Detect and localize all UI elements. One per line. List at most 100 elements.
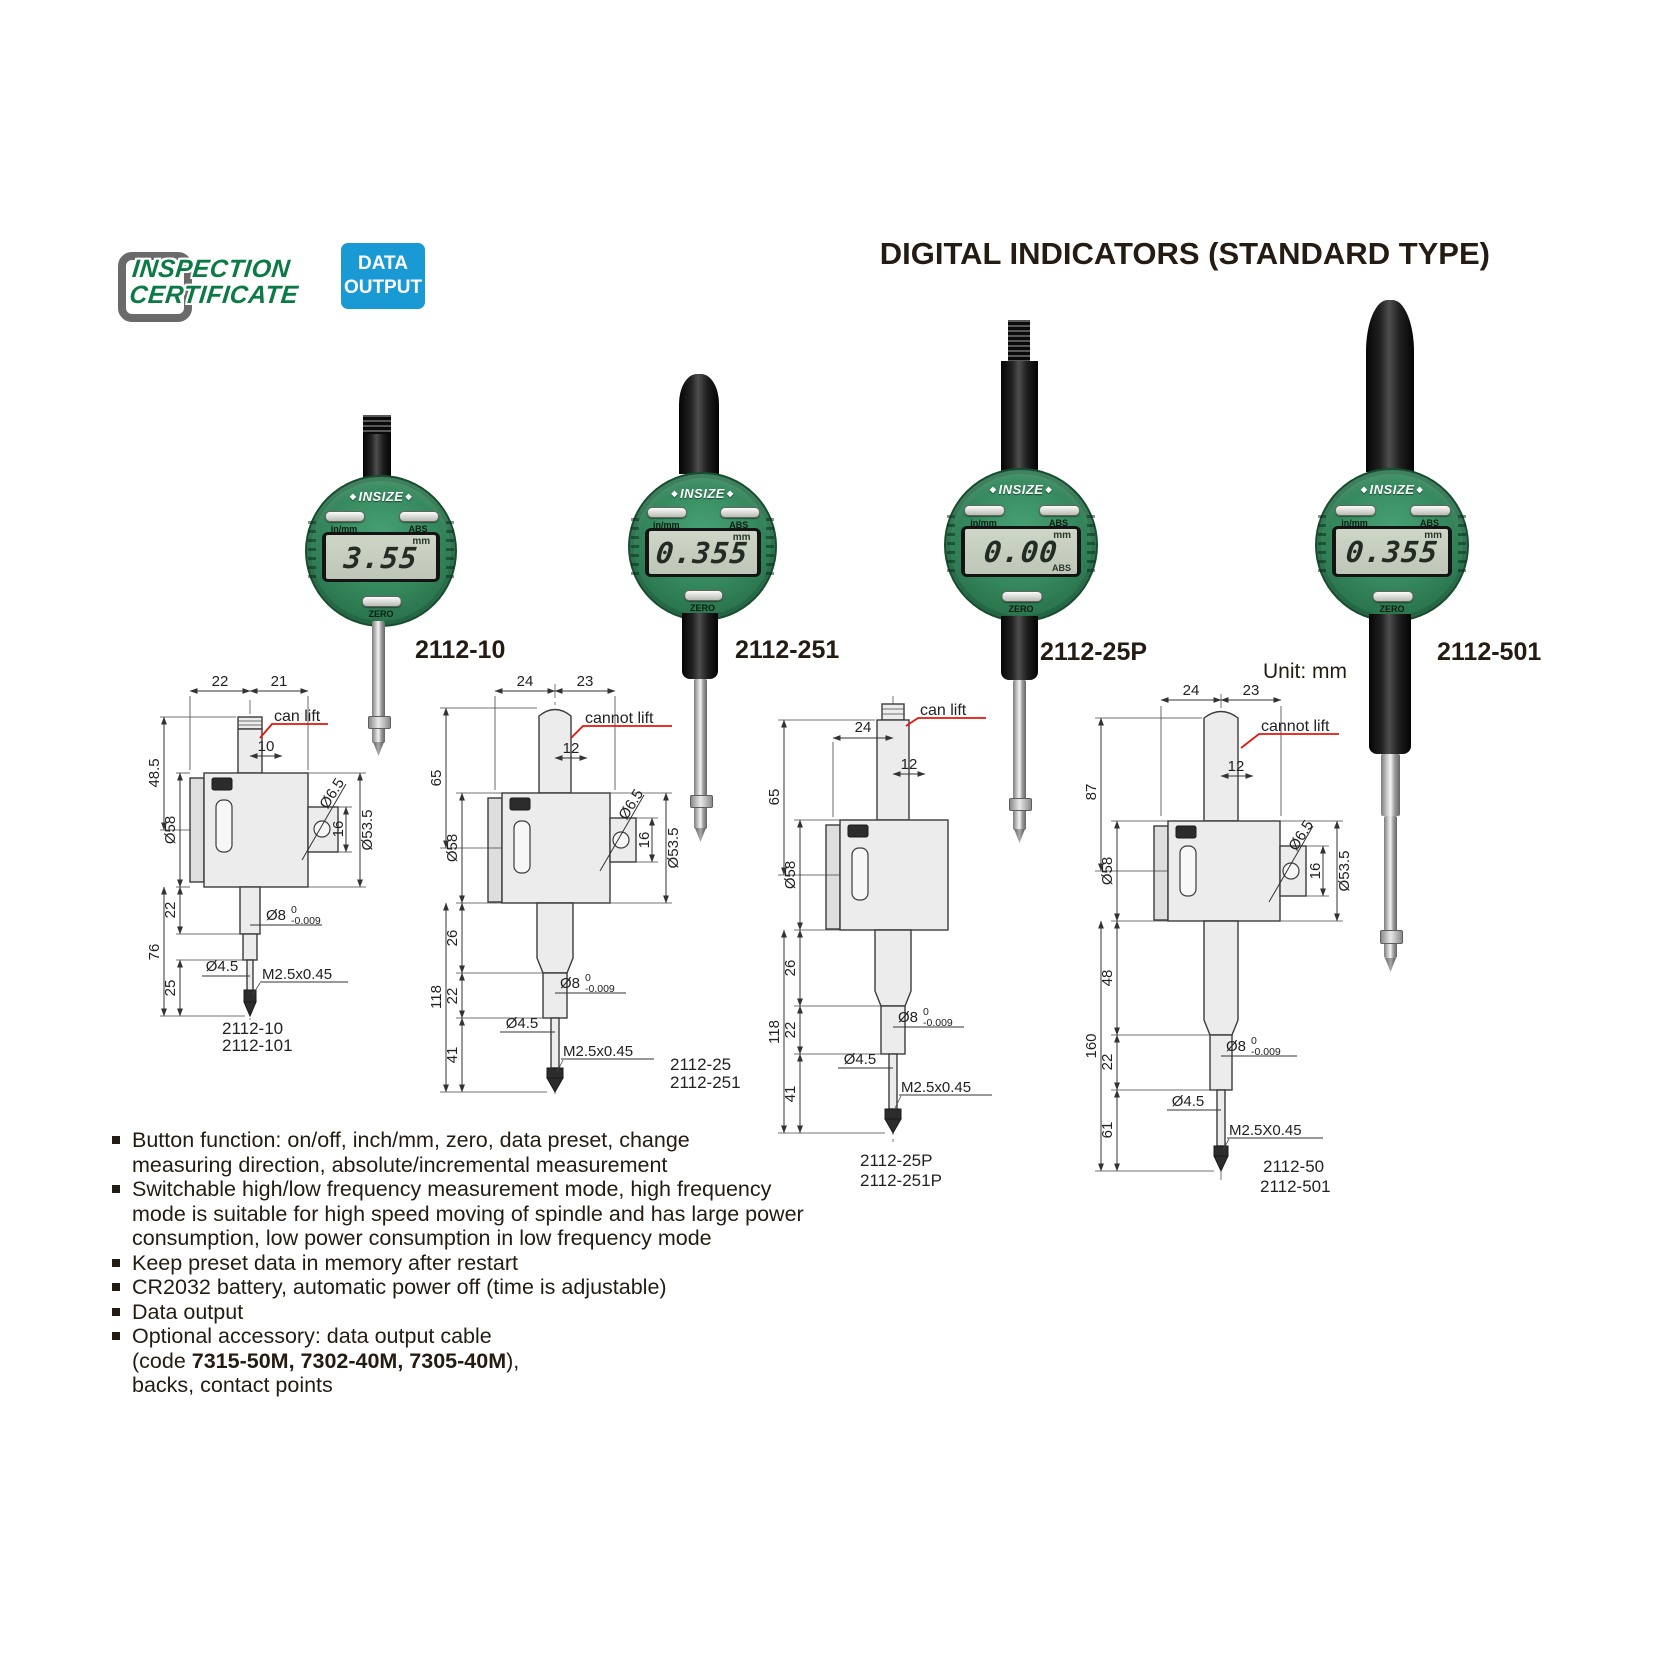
stem [679,374,719,474]
dim-width-right: 21 [271,673,288,690]
indicator-dial: ◆INSIZE◆ in/mm ABS mm 0.355 ZERO [628,472,777,621]
spindle-collar [368,716,391,729]
front-bezel [1153,825,1169,921]
dim-d8-tol-lo: -0.009 [585,983,615,995]
drawing-model-a: 2112-10 [222,1019,283,1038]
lifting-cap [881,703,905,721]
feature-line: Keep preset data in memory after restart [132,1250,518,1275]
accessory-codes: 7315-50M, 7302-40M, 7305-40M [191,1348,507,1373]
tip [884,1118,902,1135]
button-face [647,507,688,519]
brand-logo: ◆INSIZE◆ [1317,482,1467,497]
lower-boss [536,902,574,974]
inmm-button: in/mm [324,511,366,534]
feature-item-optional-accessory: Optional accessory: data output cable (c… [112,1324,832,1398]
feature-item: CR2032 battery, automatic power off (tim… [112,1275,832,1300]
dim-hole: Ø6.5 [1285,817,1317,854]
button-label: ZERO [689,603,715,614]
bullet-icon [112,1283,120,1291]
code-suffix: ), [506,1348,520,1373]
tip-nut [884,1108,902,1120]
button-label: in/mm [652,520,680,531]
button-face [964,504,1005,516]
dim-d45: Ø4.5 [844,1051,877,1068]
bullet-icon [112,1136,120,1144]
certificate-frame-icon [118,252,192,322]
indicator-dial: ◆INSIZE◆ in/mm ABS mm 0.355 ZERO [1315,468,1469,622]
drawing-2112-501: 24 23 cannot lift 12 87 Ø58 160 48 22 61… [1083,682,1353,1196]
lcd-value: 0.00 [982,535,1060,569]
dim-h2: 76 [146,944,163,961]
feature-line: Data output [132,1299,244,1324]
front-bezel [487,797,503,903]
brand-name: INSIZE [680,485,725,501]
dim-d8: Ø8 [1226,1038,1246,1055]
drawing-2112-25P: 24 can lift 12 65 Ø58 118 26 22 41 Ø8 0 … [766,696,992,1190]
inmm-button: in/mm [1335,504,1376,528]
dim-hole: Ø6.5 [615,786,647,823]
drawing-model-a: 2112-50 [1263,1157,1324,1176]
bullet-icon [112,1258,120,1267]
body-notch [211,777,233,791]
dim-sb: 22 [444,988,461,1005]
lower-boss [682,613,718,679]
feature-item: Button function: on/off, inch/mm, zero, … [112,1128,832,1177]
dim-d45: Ø4.5 [506,1015,539,1032]
diamond-icon: ◆ [989,485,997,494]
dial-ribs-icon [947,515,955,575]
tip [546,1077,564,1094]
body-slot [513,820,531,874]
lcd-unit: mm [732,531,751,543]
dim-d8-tol-lo: -0.009 [923,1017,953,1029]
dim-sa: 26 [444,930,461,947]
unit-note: Unit: mm [1263,660,1347,683]
brand-name: INSIZE [358,488,404,504]
feature-item: Data output [112,1300,832,1325]
dim-width-left: 22 [212,673,229,690]
dim-sb: 22 [1099,1054,1116,1071]
lifting-cap [1008,320,1030,362]
cert-line2: CERTIFICATE [128,281,300,309]
dim-thread: M2.5x0.45 [262,966,332,983]
front-bezel [189,777,205,883]
dim-sc: 61 [1099,1122,1116,1139]
dim-h1: 65 [428,770,445,787]
data-badge-line2: OUTPUT [343,277,423,298]
stem [1203,710,1239,822]
drawing-model-a: 2112-25P [860,1151,932,1170]
lower-boss [874,929,912,1007]
brand-name: INSIZE [1369,482,1415,497]
button-face [1372,591,1414,602]
lift-leader [1240,733,1339,749]
stem [1001,361,1038,472]
spindle-collar [1009,798,1032,811]
feature-text: Button function: on/off, inch/mm, zero, … [132,1128,690,1177]
dim-body: Ø58 [162,816,179,844]
feature-text: CR2032 battery, automatic power off (tim… [132,1275,667,1300]
data-badge-line1: DATA [358,253,408,274]
data-output-badge: DATA OUTPUT [341,243,425,309]
dim-thread: M2.5X0.45 [1229,1122,1302,1139]
feature-line: mode is suitable for high speed moving o… [132,1201,804,1226]
contact-tip [1014,829,1025,843]
lcd-unit: mm [1053,529,1071,541]
button-label: ZERO [1379,604,1405,614]
lcd-display: mm 3.55 [321,531,441,583]
lower-boss [1203,920,1239,1036]
dial-ribs-icon [631,517,639,576]
lcd-display: mm 0.00 ABS [961,525,1081,577]
brand-logo: ◆INSIZE◆ [630,486,775,501]
spindle-upper [1381,754,1400,816]
tip [243,1001,257,1018]
feature-text: Keep preset data in memory after restart [132,1251,518,1276]
button-label: ABS [1048,517,1068,528]
dim-thread: M2.5x0.45 [563,1043,633,1060]
probe [1216,1089,1226,1147]
lcd-unit: mm [1424,529,1442,541]
dim-h2: 160 [1083,1033,1100,1058]
dim-lug-d: Ø53.5 [359,810,376,851]
button-face [683,590,724,602]
feature-line: consumption, low power consumption in lo… [132,1226,712,1250]
dial-ribs-icon [766,517,774,576]
